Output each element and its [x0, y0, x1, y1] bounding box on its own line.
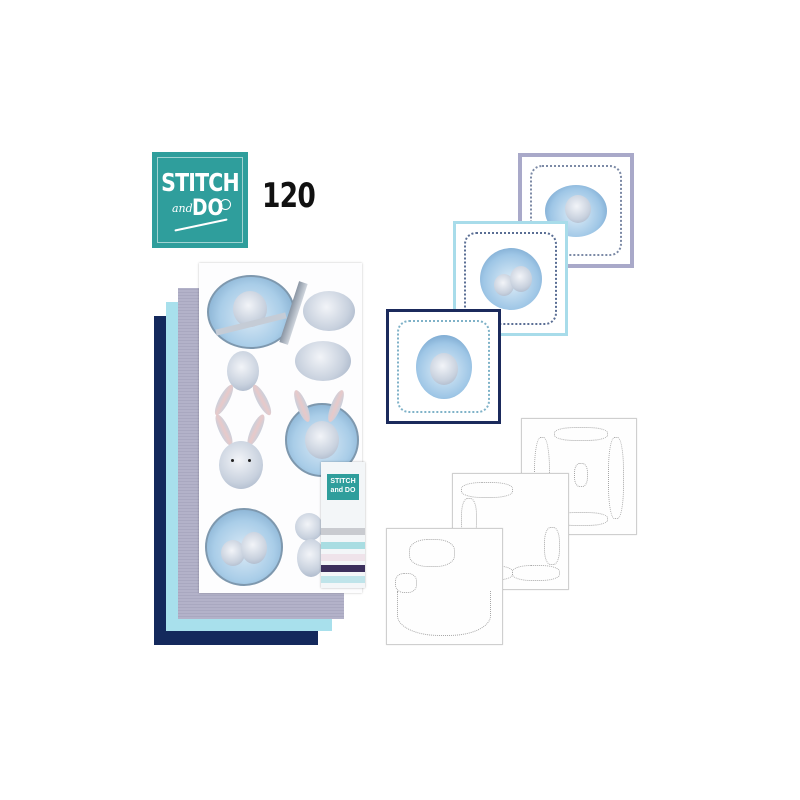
- thread-aqua: [321, 542, 365, 549]
- kit-number: 120: [262, 176, 316, 216]
- thread-spool-icon: [220, 199, 231, 210]
- thread-card: STITCH and DO: [321, 462, 365, 588]
- thread-card-logo-text2: and DO: [330, 487, 356, 494]
- logo-stitch-text: STITCH: [161, 168, 239, 197]
- bunny-card: [386, 309, 501, 424]
- swirl-border: [397, 320, 490, 413]
- logo-frame: [157, 157, 243, 243]
- eye: [248, 459, 251, 462]
- squirrel-card: [518, 153, 634, 268]
- pattern-border-top: [554, 427, 608, 441]
- thread-card-logo: STITCH and DO: [327, 474, 359, 500]
- pattern-border-right: [608, 437, 624, 519]
- bunny-figure: [493, 273, 514, 296]
- bunny-face: [305, 421, 339, 459]
- thread-grey: [321, 528, 365, 535]
- swirl-border: [530, 165, 622, 256]
- pattern-swirl-top: [409, 539, 455, 567]
- bunny-ear: [211, 382, 237, 418]
- eye: [231, 459, 234, 462]
- hanging-squirrel-image: [303, 291, 355, 331]
- two-bunnies-card: [453, 221, 568, 336]
- swirl-border: [464, 232, 557, 325]
- bunny-pair-image: [295, 513, 323, 541]
- thread-purple: [321, 565, 365, 572]
- stitch-pattern-sheet-3: [386, 528, 503, 645]
- logo-do-text: DO: [192, 196, 224, 221]
- bunnies-circle: [479, 247, 542, 310]
- bunny-pair-image: [297, 539, 325, 577]
- bunny-face: [429, 352, 458, 385]
- pattern-center-motif: [574, 463, 588, 487]
- bunny-figure: [509, 265, 532, 292]
- pattern-swirl-bottom: [397, 591, 491, 636]
- logo-and-text: and: [172, 202, 193, 215]
- thread-ice: [321, 576, 365, 583]
- pattern-corner-right: [544, 527, 560, 565]
- bunny-ear: [249, 382, 275, 418]
- stitch-and-do-logo: STITCH and DO: [152, 152, 248, 248]
- bunny-oval: [415, 334, 472, 399]
- bunny-circle-image: [285, 403, 359, 477]
- two-bunnies-circle-image: [205, 508, 283, 586]
- pattern-swirl-left: [395, 573, 417, 593]
- bunny-bust-image: [219, 441, 263, 489]
- thread-card-logo-text: STITCH: [330, 478, 356, 485]
- pattern-corner-top: [461, 482, 513, 498]
- pattern-corner-bottom-right: [512, 565, 560, 581]
- bunny-figure: [241, 532, 267, 564]
- thread-pink: [321, 554, 365, 561]
- squirrel-figure: [565, 194, 591, 223]
- curled-squirrel-image: [295, 341, 351, 381]
